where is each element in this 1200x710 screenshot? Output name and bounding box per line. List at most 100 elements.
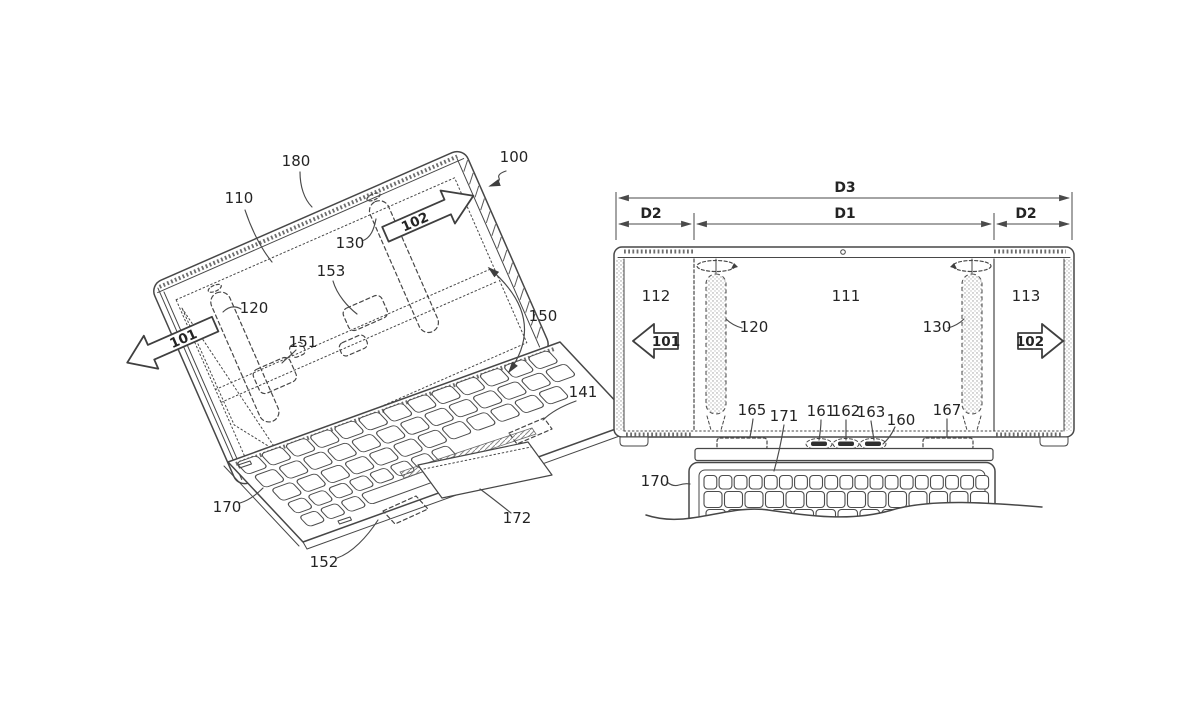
pogo-pins [805,438,887,450]
keyboard-deck [223,341,640,550]
keyboard-keys [237,350,576,527]
ref-167: 167 [933,401,962,419]
figure-right-front: D3 D2 D1 D2 [613,180,1075,565]
keyboard-key [960,474,975,490]
keyboard-key [424,407,454,426]
keyboard-key [393,438,423,457]
connector-zone [716,437,974,451]
keyboard-key [417,429,447,448]
ref-130: 130 [336,234,365,252]
expand-arrow-102-front: 102 [1016,323,1064,359]
keyboard-key [884,474,899,490]
keyboard-key [328,482,354,499]
dim-d3: D3 [834,180,855,196]
keyboard-key [407,394,437,413]
ref-165: 165 [738,401,767,419]
keyboard-key [854,474,869,490]
ref-100: 100 [500,148,529,166]
right-edge-hatch [463,159,542,339]
roller-130-front [950,258,992,431]
roller-130 [366,192,440,334]
ref-151: 151 [289,333,318,351]
keyboard-key [945,474,959,490]
keyboard-key [914,474,929,490]
keyboard-key [545,364,576,383]
keyboard-key [320,503,345,519]
keyboard-key [723,490,744,509]
ref-120-front: 120 [740,318,769,336]
keyboard-key [327,442,357,461]
keyboard-key [975,474,990,490]
keyboard-key [824,474,839,490]
keyboard-key [272,482,302,501]
leaders-right-figure [666,318,965,487]
sec-113: 113 [1012,287,1041,305]
keyboard-front [645,447,1043,565]
ref-170-left: 170 [213,498,242,516]
keyboard-key [733,474,748,490]
right-edge-band [1064,259,1073,431]
fold-lines [181,307,279,453]
camera-dot [840,249,846,255]
keyboard-key [839,474,854,490]
keyboard-key [296,473,326,492]
ref-160: 160 [887,411,916,429]
dimension-lines: D3 D2 D1 D2 [615,180,1073,240]
arrow-102-front-label: 102 [1016,334,1044,350]
keyboard-key [308,490,333,506]
keyboard-key [497,381,527,400]
connector-151 [252,341,306,395]
ref-170-front: 170 [641,472,670,490]
ref-141: 141 [569,383,598,401]
zone-141 [508,417,553,445]
keyboard-key [448,399,479,418]
trackpad [417,441,553,499]
keyboard-key [826,490,846,509]
keyboard-key [382,403,413,422]
zone-152 [382,495,429,525]
keyboard-key [473,390,503,409]
right-foot [1039,436,1069,447]
keyboard-key [809,474,824,490]
keyboard-key [279,460,309,479]
keyboard-key [320,464,350,483]
arrow-101-front-label: 101 [652,334,680,350]
left-edge-band [615,259,624,431]
keyboard-key [846,490,867,509]
keyboard-key [785,490,805,509]
dim-d2-right: D2 [1015,206,1036,222]
keyboard-key [763,474,778,490]
keyboard-key [899,474,914,490]
keyboard-key [400,416,430,435]
keyboard-key [237,455,267,474]
keyboard-key [455,377,485,396]
indicator-led [337,516,352,525]
figure-left-perspective: 101 102 [126,148,640,571]
keyboard-key [285,438,316,457]
keyboard-key [869,474,884,490]
keyboard-key [748,474,763,490]
ref-153: 153 [317,262,346,280]
roller-120 [207,283,280,423]
expand-arrow-101-front: 101 [632,323,680,359]
keyboard-key [254,469,285,488]
keyboard-key [300,511,325,527]
ref-120: 120 [240,299,269,317]
keyboard-key [431,385,461,404]
keyboard-key [718,474,733,490]
dock-bar [694,447,994,462]
ref-110: 110 [225,189,254,207]
keyboard-key [369,447,399,466]
keyboard-key [303,451,333,470]
keyboard-key [310,429,340,448]
keyboard-key [805,490,826,509]
ref-162: 162 [832,402,861,420]
keyboard-key [349,475,374,491]
sec-112: 112 [642,287,671,305]
ref-172: 172 [503,509,532,527]
keyboard-key [441,421,472,440]
indicator-led [237,460,252,469]
keyboard-key [929,474,944,490]
